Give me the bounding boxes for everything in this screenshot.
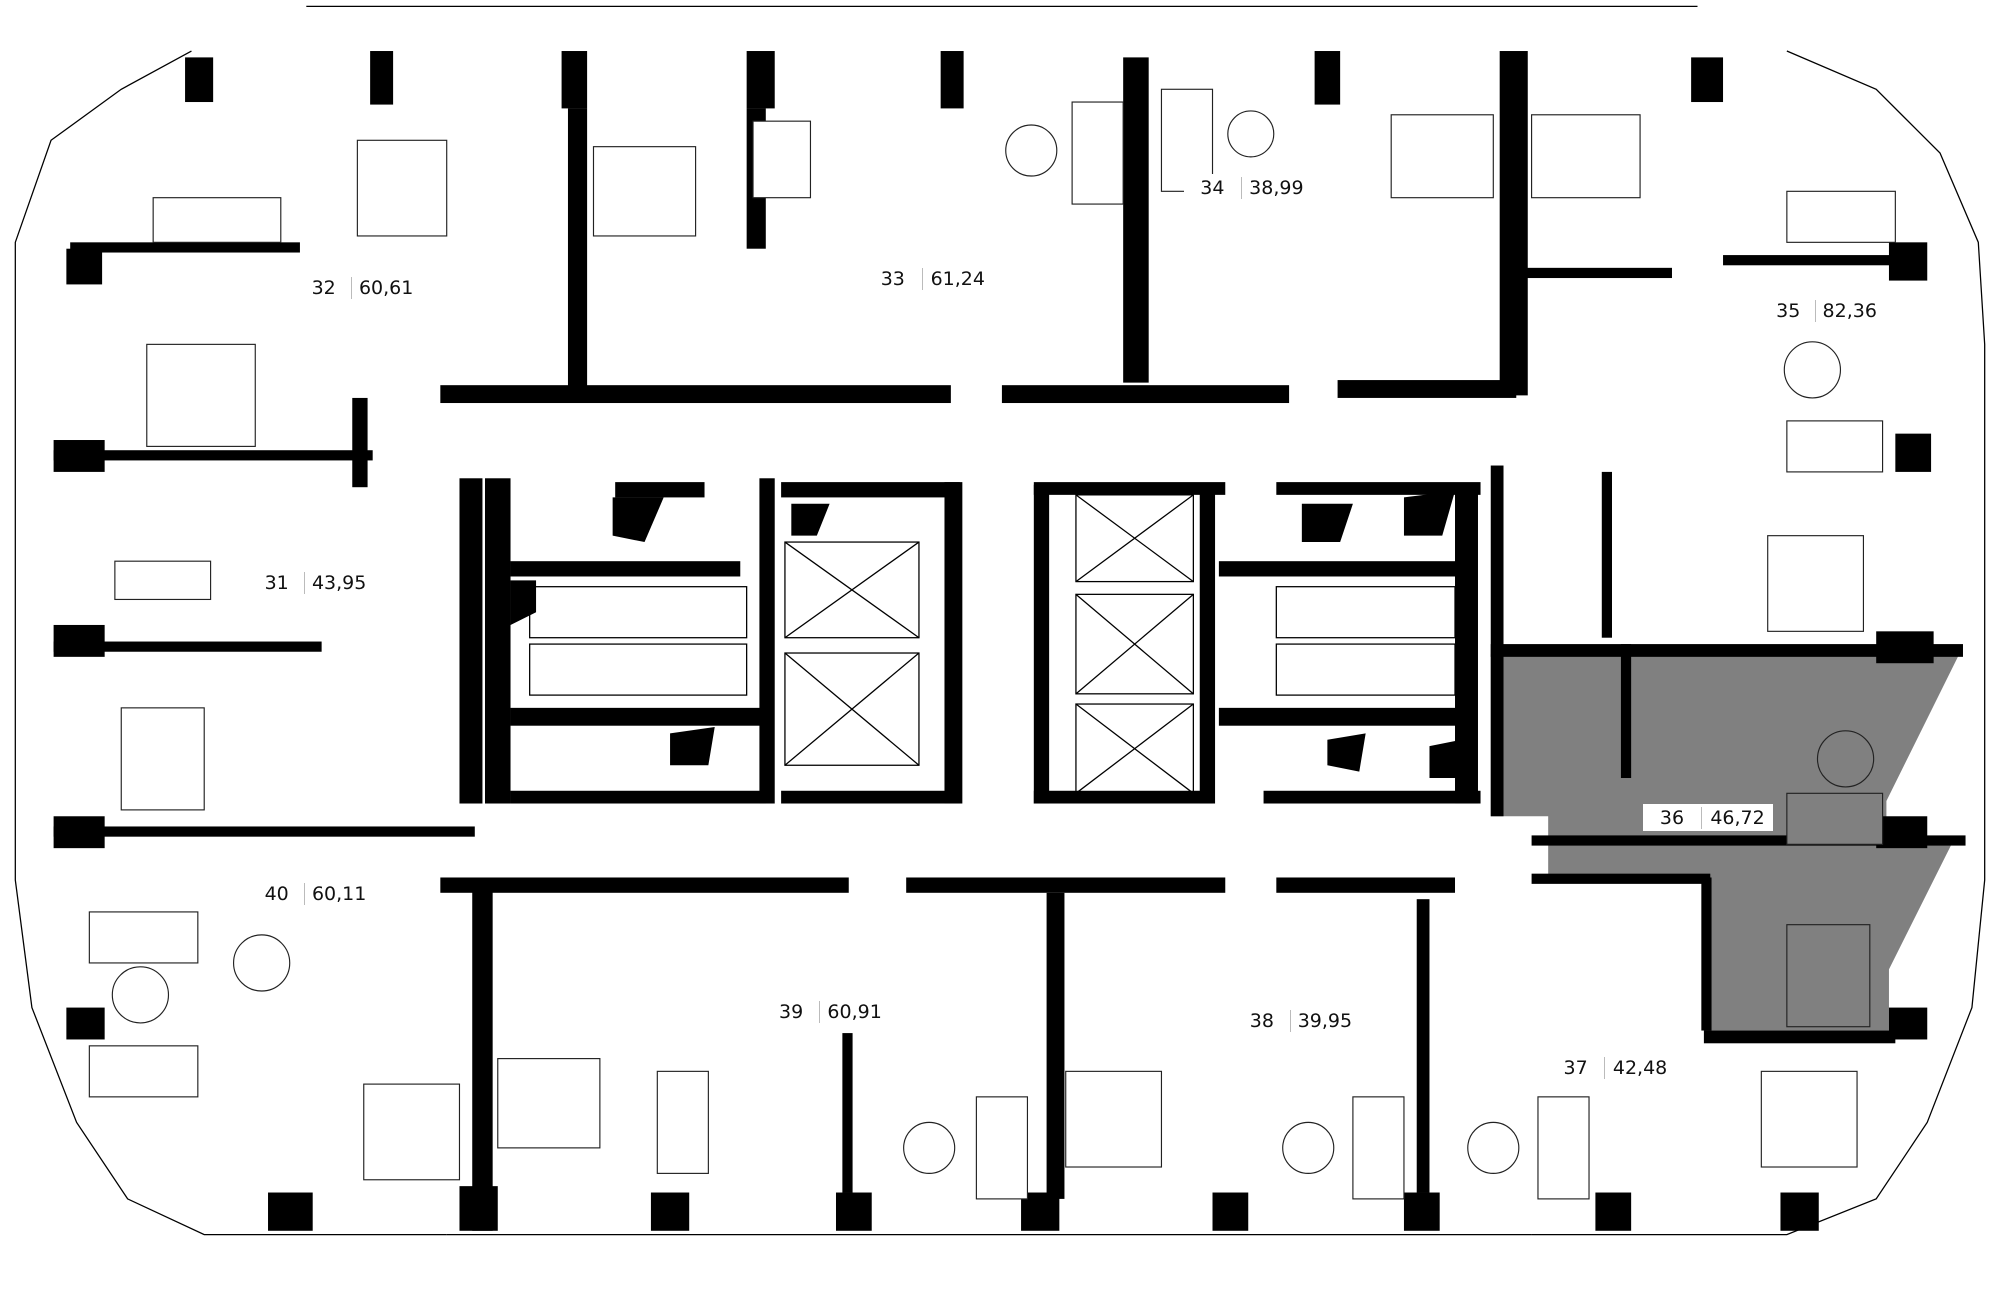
unit-area: 42,48 <box>1612 1056 1668 1079</box>
unit-label-35[interactable]: 35 82,36 <box>1761 297 1883 324</box>
unit-number: 38 <box>1234 1009 1291 1032</box>
unit-area: 43,95 <box>311 571 367 594</box>
unit-number: 34 <box>1184 176 1242 199</box>
unit-area: 60,61 <box>358 276 414 299</box>
unit-number: 36 <box>1643 806 1703 829</box>
unit-label-33[interactable]: 33 61,24 <box>864 265 993 292</box>
unit-number: 40 <box>249 882 306 905</box>
furniture <box>88 88 1896 1200</box>
unit-label-38[interactable]: 38 39,95 <box>1234 1007 1359 1034</box>
unit-label-34[interactable]: 34 38,99 <box>1184 174 1311 201</box>
unit-number: 32 <box>296 276 353 299</box>
unit-number: 39 <box>763 1000 821 1023</box>
unit-area: 82,36 <box>1822 299 1877 322</box>
unit-area: 60,11 <box>311 882 367 905</box>
unit-area: 60,91 <box>827 1000 882 1023</box>
unit-label-37[interactable]: 37 42,48 <box>1547 1054 1675 1081</box>
unit-label-40[interactable]: 40 60,11 <box>249 880 373 907</box>
unit-label-39[interactable]: 39 60,91 <box>763 998 889 1025</box>
unit-number: 35 <box>1761 299 1817 322</box>
elevators <box>784 494 1195 794</box>
unit-area: 61,24 <box>930 267 985 290</box>
facade-glazing <box>14 5 1986 1236</box>
unit-number: 33 <box>864 267 923 290</box>
unit-label-31[interactable]: 31 43,95 <box>249 569 373 596</box>
structural-walls <box>53 51 1966 1231</box>
unit-number: 37 <box>1547 1056 1606 1079</box>
unit-area: 46,72 <box>1710 806 1765 829</box>
unit-area: 39,95 <box>1297 1009 1353 1032</box>
unit-label-32[interactable]: 32 60,61 <box>296 274 420 301</box>
stairs <box>529 586 1456 696</box>
unit-label-36[interactable]: 36 46,72 <box>1643 804 1773 831</box>
unit-area: 38,99 <box>1249 176 1304 199</box>
unit-number: 31 <box>249 571 306 594</box>
